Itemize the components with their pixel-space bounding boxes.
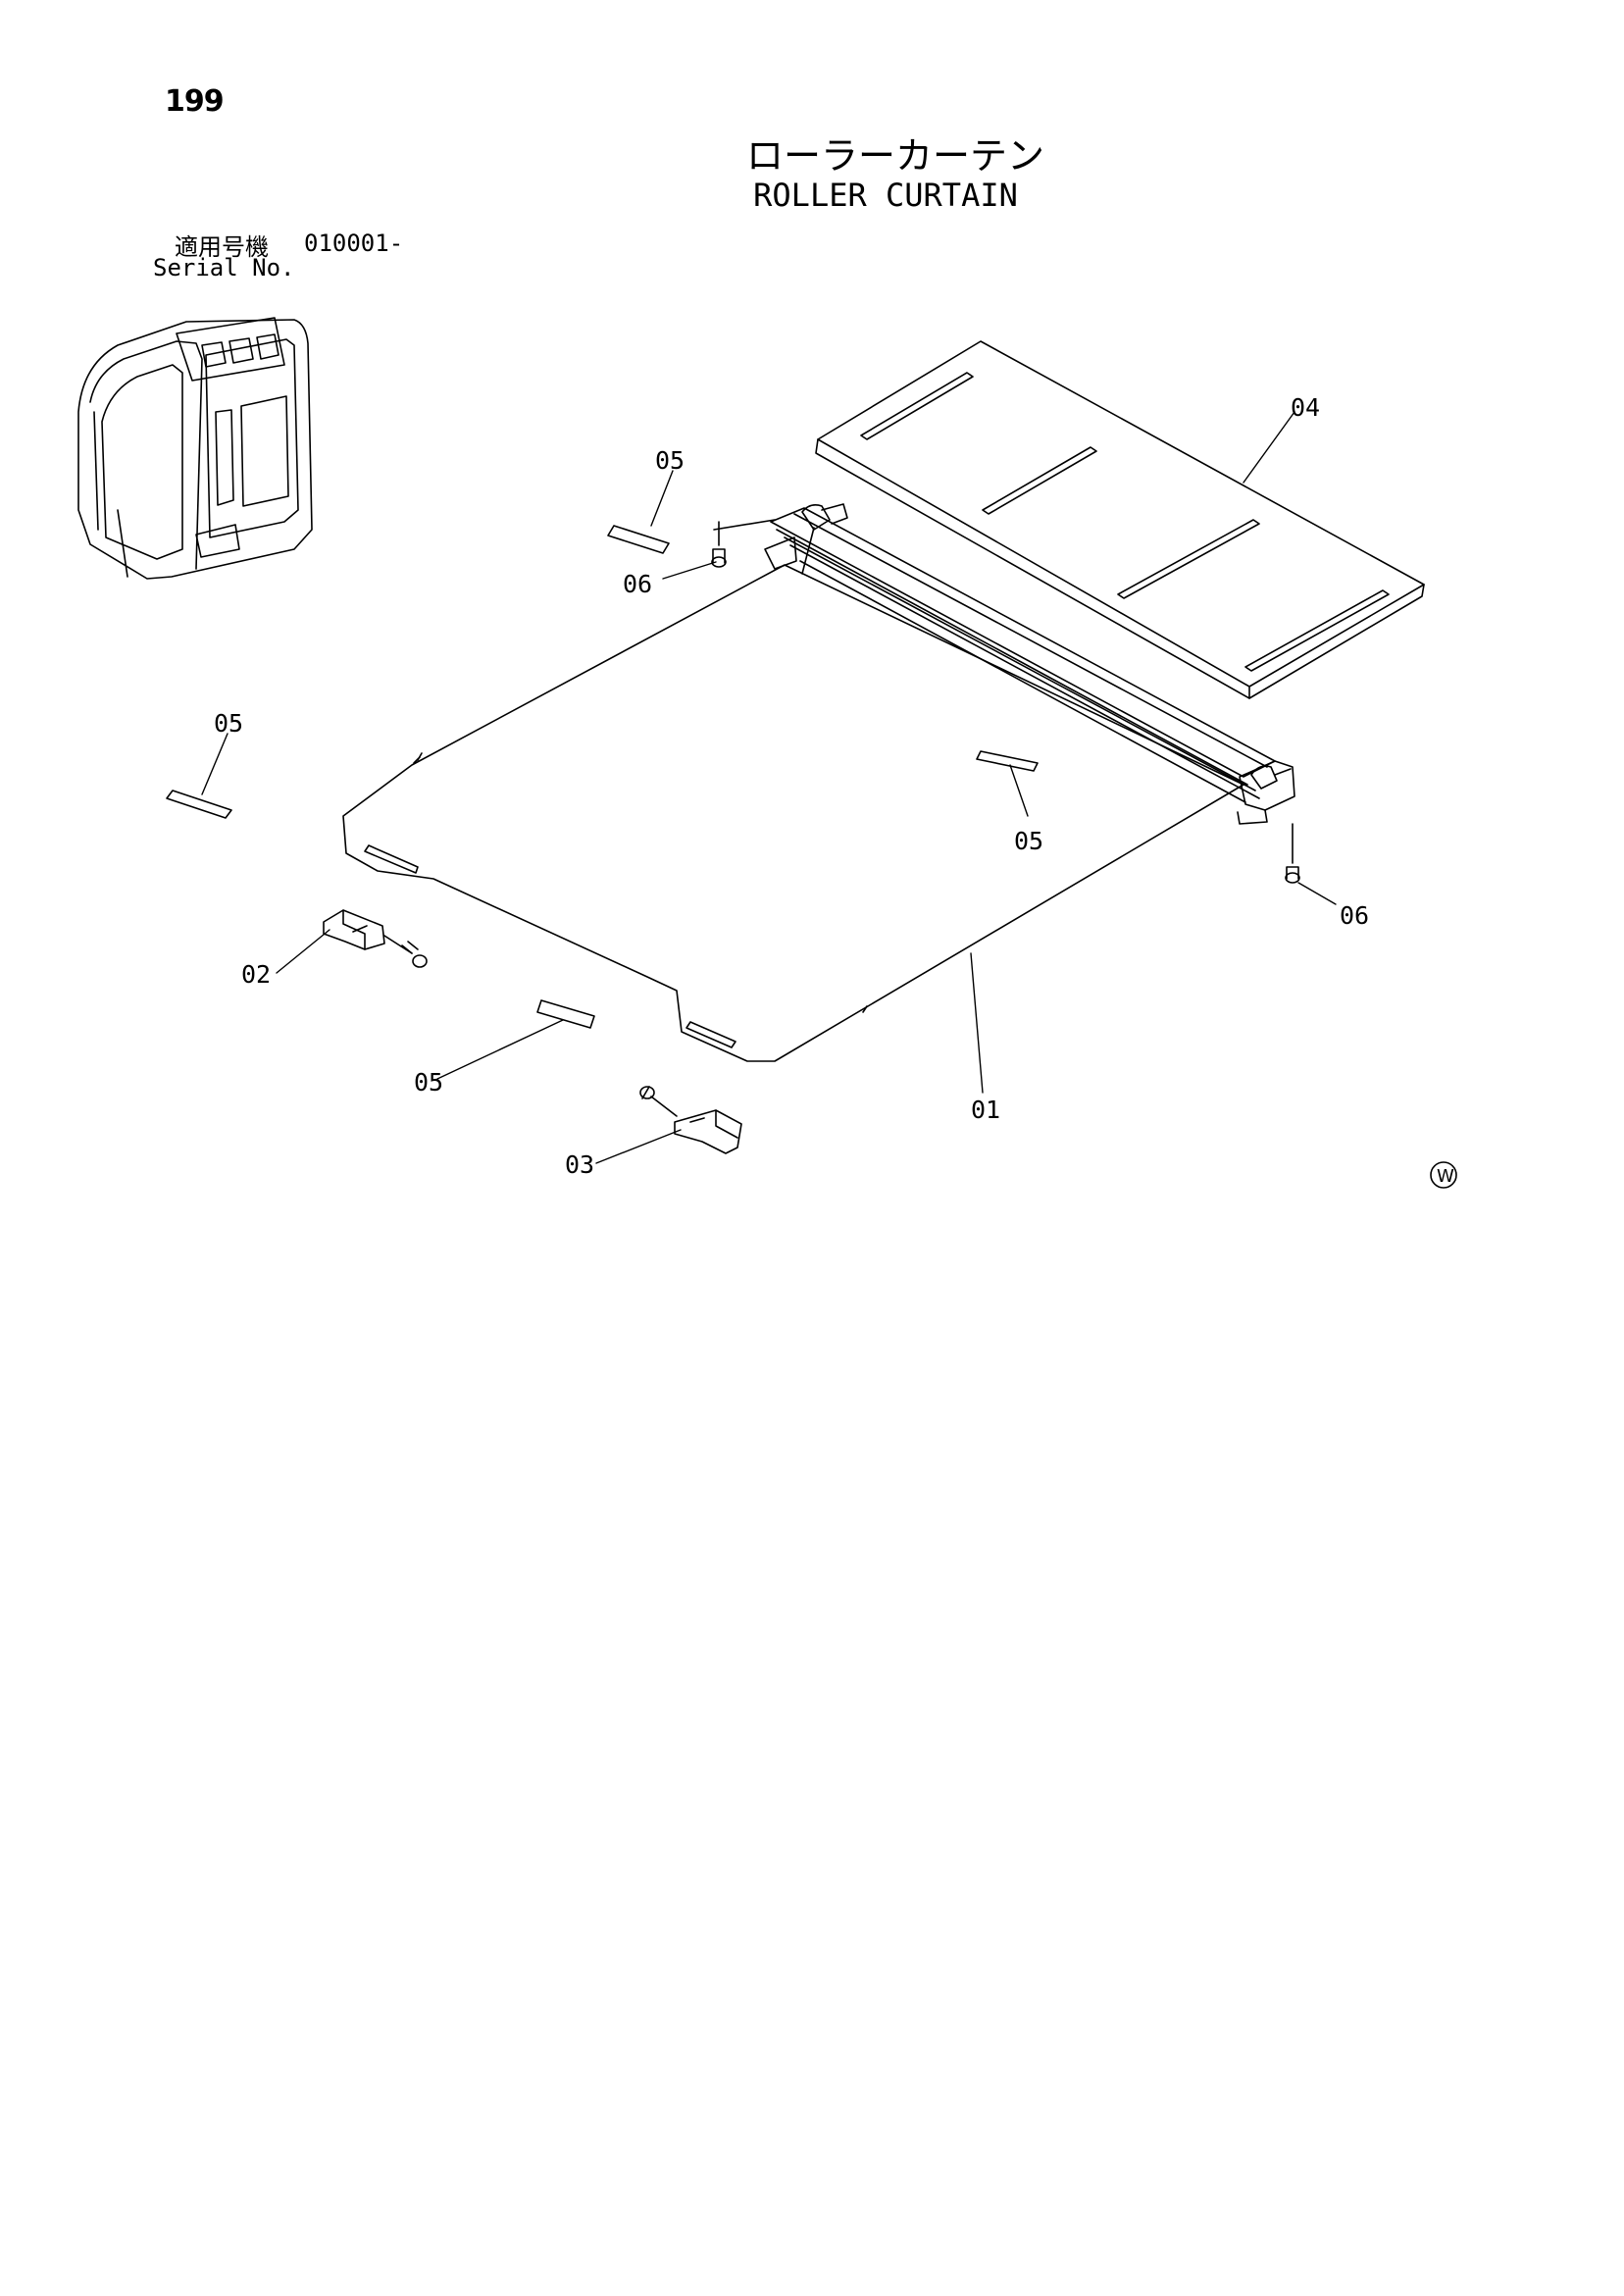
callout-05-left: 05 bbox=[214, 709, 243, 738]
serial-label-japanese: 適用号機 bbox=[175, 233, 269, 261]
serial-label-english: Serial No. bbox=[153, 254, 295, 281]
roller-housing bbox=[713, 503, 1295, 825]
callout-01: 01 bbox=[971, 1096, 1000, 1124]
tape-strip-top bbox=[607, 525, 670, 554]
bracket-bottom bbox=[639, 1086, 742, 1154]
svg-text:W: W bbox=[1437, 1166, 1454, 1187]
callout-05-top: 05 bbox=[655, 446, 685, 475]
tape-strip-bottom bbox=[536, 999, 595, 1029]
callout-05-bottom: 05 bbox=[414, 1068, 443, 1097]
cover-plate bbox=[815, 340, 1425, 699]
leader-lines bbox=[201, 411, 1337, 1164]
title-english: ROLLER CURTAIN bbox=[753, 177, 1018, 214]
title-japanese: ローラーカーテン bbox=[745, 134, 1044, 178]
callout-06-top: 06 bbox=[623, 570, 652, 598]
screw-right bbox=[1285, 823, 1300, 884]
bracket-left bbox=[323, 909, 428, 968]
w-mark-icon: W bbox=[1430, 1161, 1457, 1189]
callout-05-middle: 05 bbox=[1014, 827, 1043, 855]
callout-03: 03 bbox=[565, 1150, 594, 1179]
page-number: 199 bbox=[165, 84, 225, 119]
roller-curtain-sheet bbox=[342, 527, 1244, 1062]
cab-thumbnail-icon bbox=[77, 317, 313, 580]
callout-04: 04 bbox=[1291, 393, 1320, 422]
screw-top bbox=[711, 521, 727, 568]
callout-02: 02 bbox=[241, 960, 271, 989]
serial-number-value: 010001- bbox=[304, 230, 404, 257]
tape-strip-left bbox=[166, 790, 232, 819]
tape-strip-middle bbox=[976, 750, 1039, 772]
callout-06-right: 06 bbox=[1340, 901, 1369, 930]
